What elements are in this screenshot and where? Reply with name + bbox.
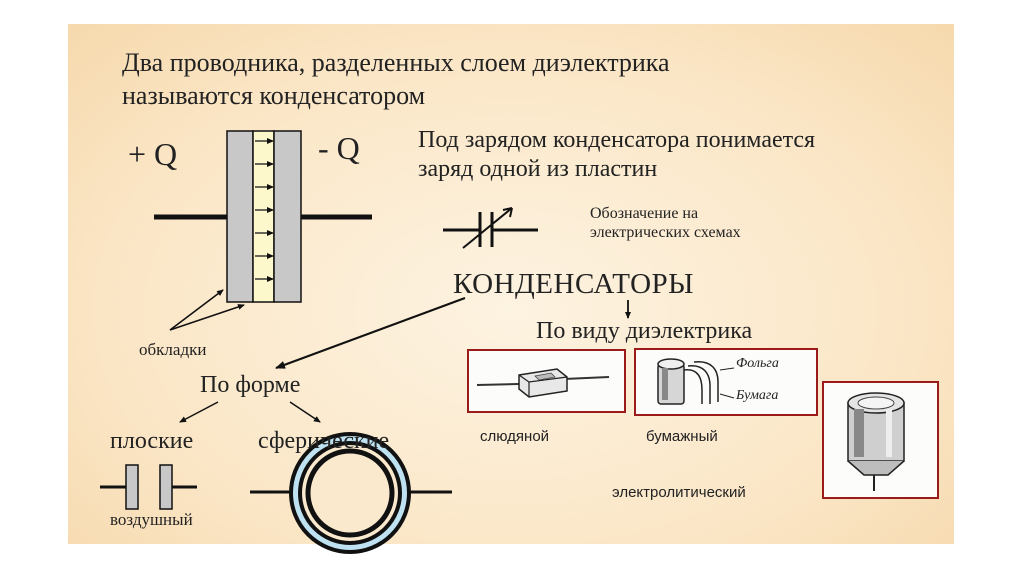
paper-capacitor-image: Фольга Бумага: [634, 348, 818, 416]
paper-part-label: Бумага: [736, 388, 779, 403]
dielectric-layer: [252, 130, 275, 303]
air-label: воздушный: [110, 510, 193, 529]
slide-background: [68, 24, 954, 544]
classification-arrows: [179, 296, 631, 423]
charge-note-line-2: заряд одной из пластин: [418, 156, 658, 182]
flat-capacitor-symbol: [100, 464, 197, 510]
by-shape-label: По форме: [200, 372, 301, 398]
capacitors-title: КОНДЕНСАТОРЫ: [453, 268, 694, 300]
mica-capacitor-image: [467, 349, 626, 413]
flat-label: плоские: [110, 428, 194, 454]
electrolytic-capacitor-image: [822, 381, 939, 499]
plates-label: обкладки: [139, 340, 207, 359]
heading-line-2: называются конденсатором: [122, 81, 426, 110]
field-lines: [255, 138, 274, 282]
variable-capacitor-symbol: [443, 207, 538, 249]
mica-label: слюдяной: [480, 428, 550, 445]
heading-line-1: Два проводника, разделенных слоем диэлек…: [122, 48, 670, 77]
charge-note-line-1: Под зарядом конденсатора понимается: [418, 127, 816, 153]
right-plate: [273, 130, 302, 303]
spherical-capacitor-symbol: [250, 432, 452, 554]
paper-capacitor-icon: [657, 358, 735, 405]
paper-label: бумажный: [646, 428, 718, 445]
capacitor-diagram: [154, 130, 372, 303]
plates-pointer-arrows: [169, 289, 245, 331]
negative-charge-label: - Q: [318, 130, 360, 166]
mica-capacitor-icon: [476, 368, 610, 398]
symbol-note-line-1: Обозначение на: [590, 205, 699, 222]
left-plate: [226, 130, 254, 303]
electrolytic-capacitor-icon: [847, 392, 905, 491]
positive-charge-label: + Q: [128, 136, 178, 172]
foil-label: Фольга: [736, 356, 779, 371]
spherical-label: сферические: [258, 428, 390, 454]
symbol-note-line-2: электрических схемах: [590, 224, 741, 241]
by-dielectric-label: По виду диэлектрика: [536, 318, 753, 344]
electrolytic-label: электролитический: [612, 484, 746, 501]
